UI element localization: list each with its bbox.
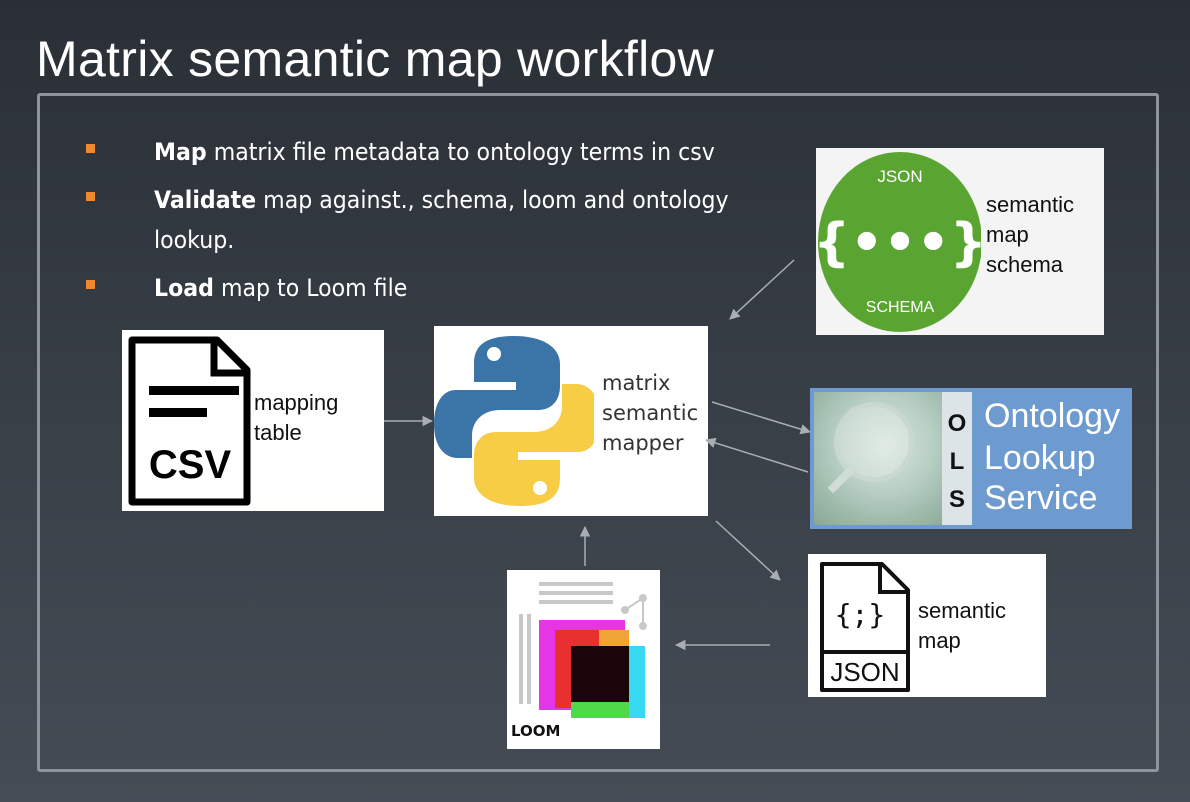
bullet-rest: matrix file metadata to ontology terms i… [206,138,715,166]
arrow-mapper-to-semantic-map [715,520,781,581]
json-file-code: {;} [835,598,886,631]
schema-badge-top-text: JSON [877,167,922,186]
bullet-marker [86,192,95,201]
csv-icon-text: CSV [149,443,232,487]
schema-badge-braces: {•••} [816,213,981,273]
bullet-text: Map matrix file metadata to ontology ter… [154,132,735,172]
json-file-text: JSON [830,657,899,687]
json-schema-badge-icon: JSON {•••} SCHEMA [816,152,981,332]
schema-label-line-2: map [986,222,1029,247]
ols-letter-l: L [949,448,965,475]
bullet-list: Map matrix file metadata to ontology ter… [86,132,786,316]
csv-label-line-1: mapping [254,390,339,415]
semantic-map-label-line-1: semantic [918,598,1007,623]
schema-label-line-3: schema [986,252,1064,277]
mapper-label-line-1: matrix [602,371,671,395]
bullet-keyword: Map [154,138,207,166]
csv-file-icon: CSV [128,336,251,506]
ols-label-line-2: Lookup [984,439,1096,477]
ols-letter-o: O [947,410,967,437]
content-frame [37,93,1159,772]
bullet-rest: map against., schema, loom and ontology … [154,186,729,254]
bullet-item: Load map to Loom file [86,268,786,308]
bullet-rest: map to Loom file [213,274,408,302]
bullet-keyword: Validate [154,186,257,214]
arrow-ols-to-mapper [704,437,809,473]
arrow-mapper-to-ols [711,401,812,435]
bullet-text: Validate map against., schema, loom and … [154,180,752,260]
ols-letter-s: S [948,486,965,513]
semantic-map-label-line-2: map [918,628,961,653]
loom-logo-text: LOOM [511,722,560,740]
semantic-map-node: {;} JSON semantic map [808,554,1046,697]
csv-node: CSV mapping table [122,330,384,511]
schema-label-line-1: semantic [986,192,1075,217]
python-logo-icon [434,336,594,506]
ols-label-line-3: Service [984,479,1098,517]
loom-node: LOOM [507,570,660,749]
csv-label-line-2: table [254,420,302,445]
mapper-label-line-2: semantic [602,401,699,425]
mapper-label-line-3: mapper [602,431,684,455]
mapper-node: matrix semantic mapper [434,326,708,516]
bullet-marker [86,280,95,289]
ols-label-line-1: Ontology [984,397,1121,435]
bullet-item: Map matrix file metadata to ontology ter… [86,132,786,172]
bullet-item: Validate map against., schema, loom and … [86,180,786,260]
slide-title: Matrix semantic map workflow [36,31,715,87]
arrow-schema-to-mapper [729,259,795,320]
bullet-keyword: Load [154,274,214,302]
bullet-marker [86,144,95,153]
bullet-text: Load map to Loom file [154,268,735,308]
schema-badge-bottom-text: SCHEMA [866,299,935,316]
loom-logo-icon: LOOM [511,582,647,740]
ols-node: O L S Ontology Lookup Service [810,388,1132,529]
schema-node: JSON {•••} SCHEMA semantic map schema [816,148,1104,335]
json-file-icon: {;} JSON [820,562,910,692]
magnifier-lens-icon [834,402,914,482]
ols-letters: O L S [942,392,972,525]
magnifier-image [814,392,942,525]
